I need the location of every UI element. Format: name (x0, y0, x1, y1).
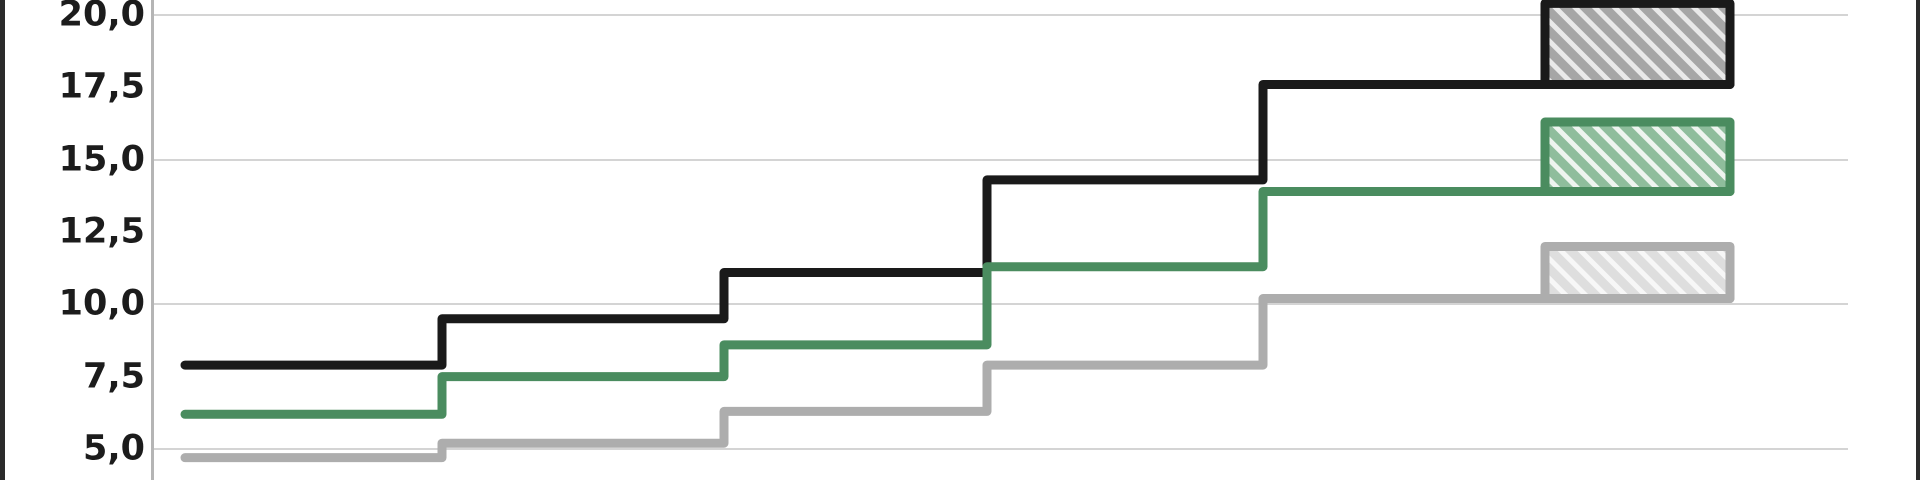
y-axis-tick-label: 15,0 (58, 139, 145, 180)
y-axis-tick-label: 20,0 (58, 0, 145, 35)
y-axis-tick-label: 10,0 (58, 283, 145, 324)
forecast-band-green-series (1540, 117, 1735, 196)
gridline (154, 303, 1848, 306)
y-axis-tick-label: 17,5 (58, 66, 145, 107)
gridline (154, 14, 1848, 16)
y-axis-tick-label: 5,0 (82, 428, 145, 469)
y-axis-tick-label: 12,5 (58, 211, 145, 252)
step-line-black-series (180, 79, 1735, 370)
gridline (154, 158, 1848, 161)
y-axis-spine (151, 0, 154, 480)
forecast-band-black-series (1540, 0, 1735, 89)
forecast-band-gray-series (1540, 241, 1735, 304)
y-axis-tick-label: 7,5 (82, 356, 145, 397)
step-lines-group (180, 79, 1735, 463)
step-line-gray-series (180, 294, 1735, 463)
uncertainty-bands-group (1540, 0, 1735, 304)
gridline (154, 448, 1848, 450)
window-frame-left-edge (0, 0, 5, 480)
step-line-green-series (180, 186, 1735, 419)
window-frame-right-edge (1916, 0, 1920, 480)
